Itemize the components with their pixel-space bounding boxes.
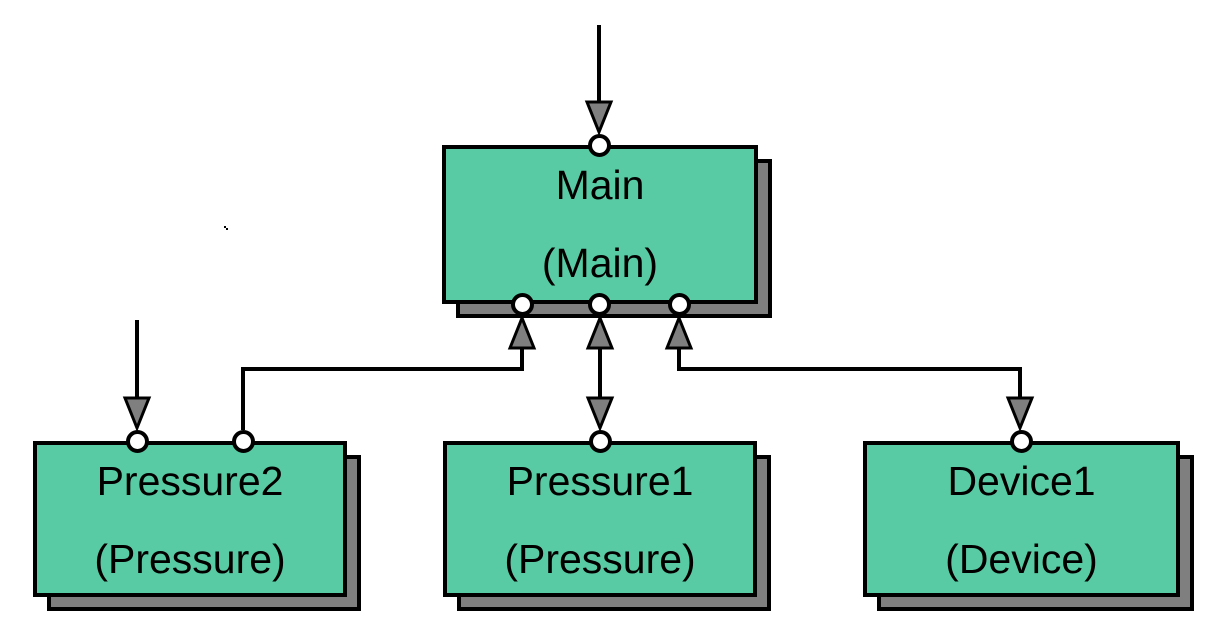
arrowhead-down-icon [584, 100, 614, 137]
connector-pressure1-to-main[interactable] [585, 313, 615, 433]
node-main-label: Main [555, 162, 645, 208]
node-device1[interactable]: Device1 (Device) [863, 441, 1180, 597]
port-device1-top[interactable] [1010, 430, 1033, 453]
arrowhead-down-icon [585, 396, 615, 433]
stray-mark [224, 226, 226, 228]
arrowhead-up-icon [664, 313, 694, 350]
connector-device1-to-main[interactable] [664, 313, 1035, 433]
node-device1-type-label: (Device) [945, 536, 1098, 582]
arrowhead-up-icon [507, 313, 537, 350]
arrowhead-down-icon [122, 396, 152, 433]
port-main-bottom-right[interactable] [668, 293, 691, 316]
port-pressure1-top[interactable] [589, 430, 612, 453]
node-pressure2-label: Pressure2 [96, 458, 284, 504]
node-pressure2[interactable]: Pressure2 (Pressure) [33, 441, 347, 597]
connector-line [241, 348, 524, 430]
port-main-bottom-left[interactable] [511, 293, 534, 316]
port-main-bottom-mid[interactable] [588, 293, 611, 316]
port-main-top[interactable] [588, 134, 611, 157]
node-pressure1[interactable]: Pressure1 (Pressure) [443, 441, 757, 597]
arrowhead-down-icon [1005, 396, 1035, 433]
port-pressure2-top-left[interactable] [126, 430, 149, 453]
node-pressure1-type-label: (Pressure) [504, 536, 696, 582]
connector-line [677, 348, 1022, 398]
connector-pressure2-to-main[interactable] [241, 313, 537, 430]
node-pressure1-label: Pressure1 [506, 458, 694, 504]
node-pressure2-type-label: (Pressure) [94, 536, 286, 582]
port-pressure2-top-right[interactable] [232, 430, 255, 453]
connector-external-to-main[interactable] [584, 25, 614, 137]
arrowhead-up-icon [585, 313, 615, 350]
connector-external-to-pressure2[interactable] [122, 320, 152, 433]
node-main[interactable]: Main (Main) [442, 145, 758, 304]
node-main-type-label: (Main) [541, 240, 659, 286]
node-device1-label: Device1 [947, 458, 1096, 504]
